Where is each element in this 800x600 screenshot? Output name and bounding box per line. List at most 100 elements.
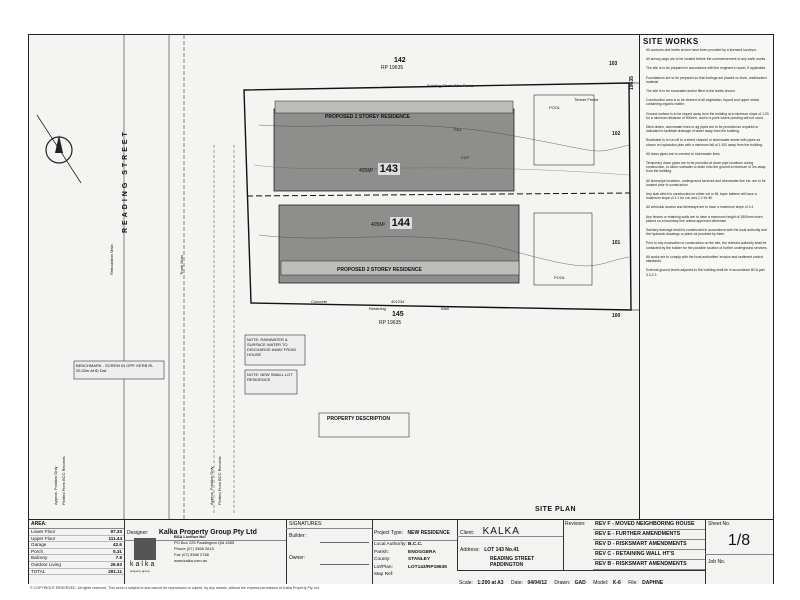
lot-right-103: 103 [609, 61, 618, 67]
site-works-item: The site is to be excavated and/or fille… [646, 89, 736, 94]
site-works-item: The site is to be prepared in accordance… [646, 66, 767, 71]
wall-label: Wall [441, 306, 449, 311]
lot-top-id: 142 [394, 57, 406, 64]
note-rainwater: NOTE: RAINWATER & SURFACE WATER TO DISCH… [247, 337, 296, 357]
site-works-item: All contours and levels shown have been … [646, 48, 757, 52]
site-works-item: Sanitary drainage shall be constructed i… [646, 228, 767, 237]
project-row: County:STANLEY [374, 557, 431, 563]
client-name: KALKA [482, 526, 520, 537]
site-works-item: Construction area is to be cleared of al… [646, 98, 759, 107]
signatures-column: SIGNATURES: Builder: Owner: [286, 520, 373, 584]
po-box: PO Box 225 Paddington Qld 4065 [174, 540, 235, 545]
address-line-1: LOT 143 No.41 [484, 547, 519, 553]
site-works-item: Ditch drains, stormwater lines or ag pip… [646, 125, 759, 134]
revision-entry: REV C - RETAINING WALL HT'S [593, 550, 705, 560]
reticulation-label: Reticulation Main [109, 244, 114, 275]
area-header: AREA: [29, 520, 124, 529]
site-works-item: Any fences or retaining walls are to hav… [646, 214, 763, 223]
site-works-item: Prior to any excavation or construction … [646, 241, 768, 250]
logo-subtext: property group [130, 569, 150, 573]
designer-name: Kalka Property Group Pty Ltd [158, 529, 257, 536]
retaining-label: Retaining [369, 306, 386, 311]
site-works-panel: SITE WORKS All contours and levels shown… [639, 35, 773, 530]
revision-entry: REV F - MOVED NEIGHBORING HOUSE [593, 520, 705, 530]
pool-top-label: POOL [549, 105, 561, 110]
designer-column: Designer: Kalka Property Group Pty Ltd k… [124, 520, 287, 584]
scale-value: 1:200 at A3 [477, 580, 504, 586]
lot-right-102: 102 [612, 131, 621, 137]
designer-label: Designer: [127, 530, 149, 536]
project-column: Project Type: NEW RESIDENCE Local Author… [372, 520, 458, 584]
site-works-list: All contours and levels shown have been … [640, 48, 773, 277]
fax: Fax (07) 3368 2786 [174, 552, 209, 557]
lot-bottom-rp: RP 19635 [379, 320, 402, 326]
revision-label: Revision: [565, 521, 586, 527]
job-label: Job No. [705, 554, 773, 565]
plotted-bcc-1: Plotted From BCC Records [61, 456, 66, 505]
bsa-licence: BSA Licence No: [174, 534, 207, 539]
website-link[interactable]: www.kalka.com.au [174, 558, 208, 563]
designer-contact: BSA Licence No: PO Box 225 Paddington Ql… [174, 534, 234, 564]
project-row: Local Authority:B.C.C. [374, 542, 423, 547]
sheet-number: 1/8 [727, 532, 751, 549]
lot-top-rp: RP 19635 [381, 65, 404, 71]
revision-entry: REV D - RISKSMART AMENDMENTS [593, 540, 705, 550]
fill-label: FILL [454, 127, 463, 132]
owner-label: Owner: [289, 555, 306, 561]
site-works-item: All works are to comply with the local a… [646, 254, 764, 264]
property-description-title: PROPERTY DESCRIPTION [327, 416, 390, 422]
lot-right-101: 101 [612, 240, 621, 246]
phone: Phone (07) 3368 2615 [174, 546, 214, 551]
benchmark-note: BENCHMARK - SCREW IN OPP. KERB RL 25.32m… [76, 363, 154, 373]
north-arrow-icon [36, 114, 82, 184]
site-works-item: Foundations are to be prepared so that f… [646, 75, 767, 84]
revision-entry: REV E - FURTHER AMENDMENTS [593, 530, 705, 540]
cut-label: CUT [461, 155, 470, 160]
drawing-meta-strip: Scale: 1:200 at A3 Date: 04/04/12 Drawn:… [457, 570, 705, 586]
file-value: DAPHNE [642, 580, 664, 586]
site-works-item: All survey pegs are to be located before… [646, 57, 767, 62]
note-small-lot: NOTE: NEW SMALL LOT RESIDENCE [247, 372, 293, 382]
trunk-main-label: Trunk Main [179, 255, 184, 275]
copyright-notice: © COPYRIGHT RESERVED. All rights reserve… [30, 586, 320, 590]
kalka-logo: kalka property group [128, 534, 170, 574]
street-name: READING STREET [122, 129, 129, 233]
site-works-item: All stormpipe locations, underground ser… [646, 178, 766, 187]
sheet-column: Sheet No. 1/8 Job No. [705, 520, 773, 584]
lot144-tag: 405M² 144 [371, 217, 412, 229]
project-row: Parish:ENOGGERA [374, 549, 436, 555]
approx-pos-1: Approx. Position Only [53, 466, 58, 505]
site-works-item: Temporary down pipes are to be provided … [646, 161, 766, 174]
revision-entry: REV B - RISKSMART AMENDMENTS [593, 560, 705, 570]
fence-label: Existing Chain Wire Fence [427, 83, 475, 88]
top-residence-footprint [273, 108, 515, 192]
site-plan-drawing [36, 35, 639, 519]
site-works-title: SITE WORKS [643, 37, 699, 46]
logo-mark-icon [134, 538, 156, 560]
site-works-item: Roofwater is to run off to a street chan… [646, 138, 763, 147]
project-row: Map Ref: [374, 572, 394, 578]
logo-text: kalka [130, 561, 157, 568]
site-works-item: All vehicular access and driveways are t… [646, 205, 754, 210]
lot143-tag: 405M² 143 [359, 163, 400, 175]
revision-column: Revision: REV F - MOVED NEIGHBORING HOUS… [563, 520, 706, 584]
approx-pos-2: Approx. Position Only [209, 466, 214, 505]
lot-bottom-id: 145 [392, 311, 404, 318]
address-line-2: READING STREET [490, 556, 535, 562]
site-works-item: External ground levels adjacent to the b… [646, 268, 765, 277]
model-value: K-6 [612, 580, 621, 586]
timber-fence-label: Timber Fence [574, 97, 599, 102]
project-type: NEW RESIDENCE [407, 530, 450, 536]
site-plan-label: SITE PLAN [535, 506, 577, 513]
site-works-item: Any slab which is constructed on either … [646, 192, 757, 201]
